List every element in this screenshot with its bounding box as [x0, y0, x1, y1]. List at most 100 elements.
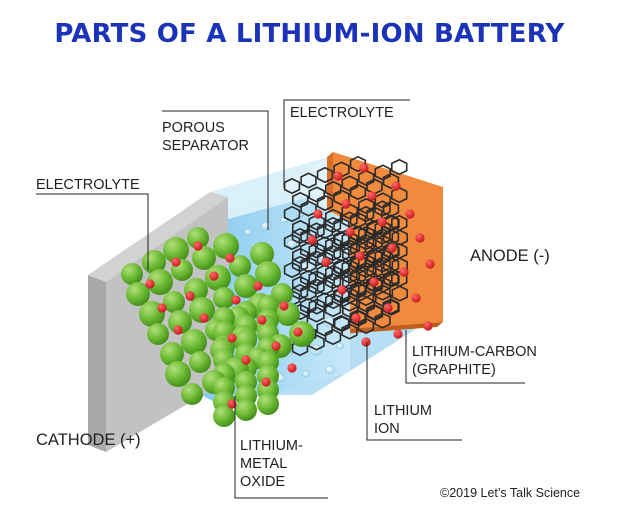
graphite-hexagon [350, 310, 367, 327]
graphite-lattice [283, 155, 409, 357]
graphite-hexagon [283, 261, 301, 279]
lithium-ions [145, 163, 435, 409]
leader-lines [36, 99, 525, 499]
graphite-hexagon [382, 172, 400, 190]
lithium-ion-dot [193, 241, 203, 251]
lithium-ion-dot [145, 279, 155, 289]
lithium-ion-dot [171, 257, 181, 267]
graphite-hexagon [383, 299, 400, 316]
graphite-hexagon [324, 244, 342, 262]
graphite-hexagon [358, 240, 376, 257]
lithium-ion-dot [355, 251, 365, 261]
graphite-hexagon [308, 270, 326, 287]
graphite-hexagon [283, 177, 301, 195]
lithium-ion-dot [391, 181, 401, 191]
graphite-hexagon [374, 200, 391, 217]
lithium-metal-oxide-ball [165, 361, 191, 387]
graphite-hexagon [333, 287, 351, 305]
graphite-hexagon [366, 304, 384, 322]
label-porous-separator-line2: SEPARATOR [162, 138, 250, 154]
lithium-ion-dot [399, 267, 409, 277]
graphite-hexagon [308, 306, 325, 323]
graphite-hexagon [316, 264, 334, 281]
graphite-hexagon [308, 242, 326, 259]
copyright-credit: ©2019 Let’s Talk Science [440, 486, 581, 500]
lithium-ion-dot [383, 303, 393, 313]
graphite-hexagon [357, 233, 375, 251]
leader-porous-separator [162, 110, 269, 230]
graphite-hexagon [341, 245, 359, 263]
lithium-metal-oxide-ball [121, 263, 143, 285]
label-lithium-carbon-line2: (GRAPHITE) [412, 362, 496, 378]
label-porous-separator: POROUS SEPARATOR [162, 119, 249, 155]
leader-lithium-ion [366, 342, 462, 441]
graphite-hexagon [341, 301, 359, 319]
graphite-hexagon [357, 261, 375, 279]
graphite-hexagon [291, 227, 309, 245]
lithium-metal-oxide-ball [163, 237, 189, 263]
graphite-hexagon [316, 292, 334, 309]
lithium-metal-oxide-ball [250, 242, 274, 266]
graphite-hexagon [366, 276, 384, 294]
lithium-ion-dot [227, 399, 237, 409]
graphite-hexagon [349, 155, 367, 173]
label-porous-separator-line1: POROUS [162, 120, 225, 136]
lithium-metal-oxide-ball [147, 323, 169, 345]
lithium-ion-dot [361, 337, 371, 347]
graphite-hexagon [299, 297, 317, 315]
lithium-metal-oxide-ball [192, 246, 216, 270]
graphite-hexagon [341, 175, 359, 192]
lithium-metal-oxide-ball [234, 274, 258, 298]
label-electrolyte-left: ELECTROLYTE [36, 177, 140, 193]
graphite-hexagon [357, 197, 375, 215]
lithium-ion-dot [337, 285, 347, 295]
graphite-hexagon [308, 298, 326, 315]
graphite-hexagon [341, 239, 358, 256]
label-lithium-carbon: LITHIUM-CARBON (GRAPHITE) [412, 343, 537, 379]
graphite-hexagon [324, 328, 342, 346]
lithium-ion-dot [369, 277, 379, 287]
lithium-metal-oxide-ball [229, 255, 251, 277]
cathode-plate-top [88, 192, 228, 282]
graphite-hexagon [291, 255, 309, 273]
label-cathode: CATHODE (+) [36, 431, 141, 449]
leader-electrolyte-top [283, 99, 410, 188]
graphite-hexagon [300, 200, 317, 217]
lithium-ion-dot [333, 171, 343, 181]
graphite-hexagon [374, 234, 392, 252]
graphite-hexagon [324, 180, 342, 198]
graphite-hexagon [390, 186, 408, 204]
separator-pore [336, 342, 344, 350]
lithium-ion-dot [225, 253, 235, 263]
lithium-metal-oxide-ball [189, 297, 215, 323]
graphite-hexagon [291, 247, 309, 265]
graphite-hexagon [350, 282, 367, 299]
graphite-hexagon [374, 164, 392, 181]
graphite-hexagon [374, 256, 391, 273]
graphite-hexagon [299, 269, 317, 287]
lithium-ion-dot [279, 301, 289, 311]
graphite-hexagon [324, 216, 342, 234]
lithium-ion-dot [199, 313, 209, 323]
graphite-hexagon [291, 219, 309, 237]
graphite-hexagon [357, 169, 375, 187]
graphite-hexagon [316, 194, 334, 212]
label-lithium-metal-oxide: LITHIUM- METAL OXIDE [240, 437, 303, 491]
label-lithium-metal-oxide-line3: OXIDE [240, 474, 286, 490]
graphite-hexagon [308, 214, 326, 231]
graphite-hexagon [358, 296, 376, 313]
label-lithium-metal-oxide-line1: LITHIUM- [240, 438, 303, 454]
leader-lithium-carbon [405, 330, 525, 384]
graphite-hexagon [283, 233, 301, 251]
graphite-hexagon [358, 268, 376, 285]
graphite-hexagon [341, 295, 358, 312]
lithium-ion-dot [405, 209, 415, 219]
graphite-hexagon [391, 285, 409, 302]
graphite-hexagon [308, 250, 325, 267]
graphite-hexagon [341, 267, 358, 284]
label-electrolyte-top: ELECTROLYTE [290, 105, 394, 121]
separator-pore [302, 370, 310, 378]
lithium-ion-dot [341, 199, 351, 209]
label-lithium-metal-oxide-line2: METAL [240, 456, 288, 472]
